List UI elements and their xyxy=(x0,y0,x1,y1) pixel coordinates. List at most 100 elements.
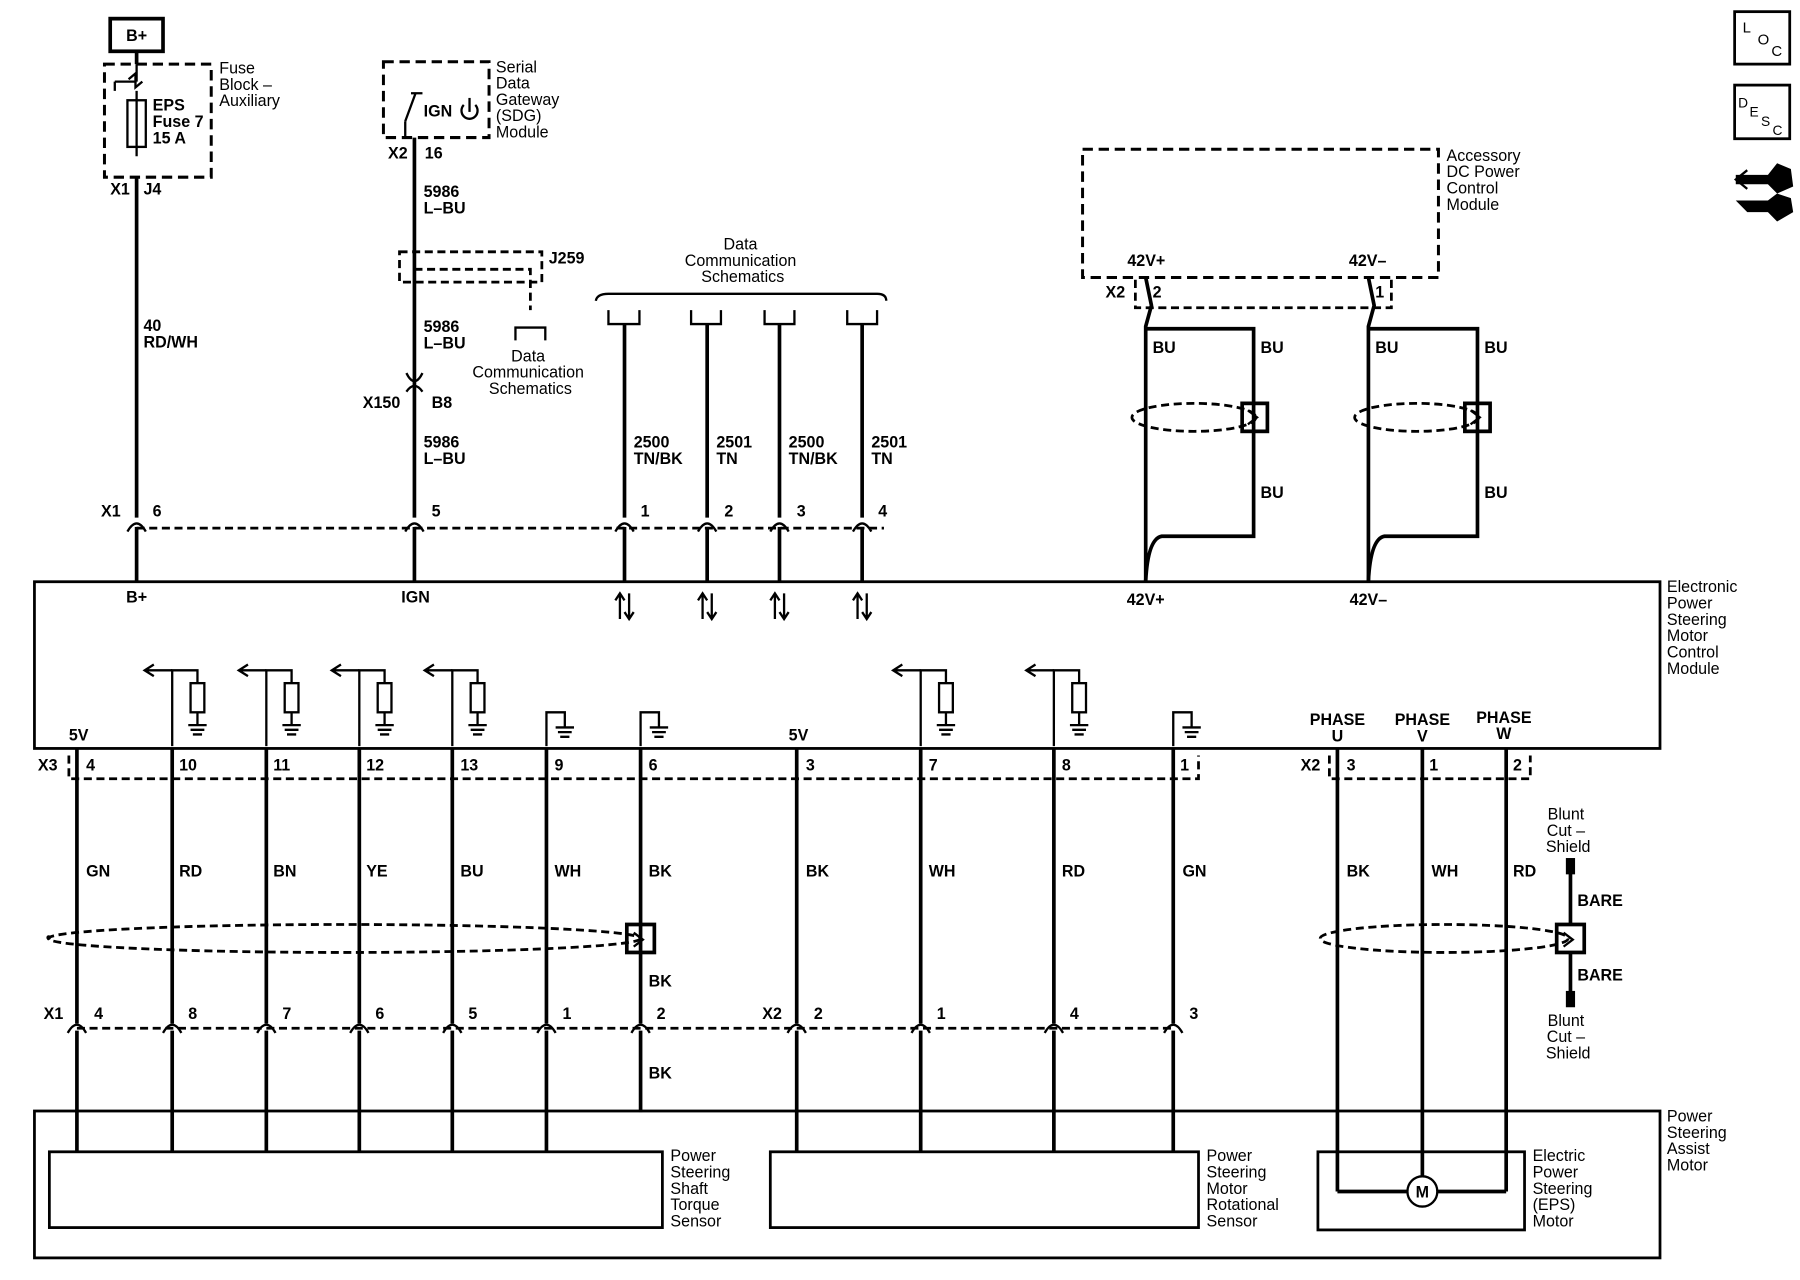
data-comm-connector-icon xyxy=(514,326,547,341)
splice-j259 xyxy=(398,250,544,284)
acc-conn: X2 xyxy=(1106,283,1126,301)
data-comm-label-small: Data Communication Schematics xyxy=(472,347,588,398)
acc-bu-2: BU xyxy=(1261,339,1284,357)
eps-motor-name: Electric Power Steering (EPS) Motor xyxy=(1533,1147,1597,1230)
acc-bu-3: BU xyxy=(1261,484,1284,502)
fuse-block-name: Fuse Block – Auxiliary xyxy=(219,59,281,110)
svg-text:D: D xyxy=(1738,94,1748,110)
wire-color-wh-2: WH xyxy=(929,863,956,881)
module-pin-bplus: 6 xyxy=(153,502,162,520)
bplus-label: B+ xyxy=(126,27,147,45)
sdg-ign: IGN xyxy=(424,102,453,120)
phase-color-bk: BK xyxy=(1347,863,1371,881)
phase-shield xyxy=(1318,923,1570,954)
lower-x2: X2 xyxy=(762,1005,782,1023)
phase-color-rd: RD xyxy=(1513,863,1537,881)
module-42v-pos: 42V+ xyxy=(1127,591,1165,609)
lower-connectors xyxy=(66,1023,1184,1034)
fuse-block xyxy=(102,62,213,179)
svg-text:S: S xyxy=(1761,113,1770,129)
lower-pin-x2-4: 4 xyxy=(1070,1005,1079,1023)
wire-color-bu: BU xyxy=(460,863,483,881)
lower-pin-x2-3: 3 xyxy=(1189,1005,1198,1023)
svg-text:L: L xyxy=(1743,20,1751,37)
bplus-wire-label: 40 RD/WH xyxy=(143,317,197,351)
phase-color-wh: WH xyxy=(1432,863,1459,881)
wire-color-bn: BN xyxy=(273,863,296,881)
pin-x3-13: 13 xyxy=(460,756,478,774)
acc-pos: 42V+ xyxy=(1127,252,1165,270)
motor-symbol: M xyxy=(1416,1183,1429,1201)
module-x3: X3 xyxy=(38,756,58,774)
lower-pin-x2-2: 2 xyxy=(814,1005,823,1023)
torque-shield xyxy=(46,923,642,954)
eps-motor xyxy=(1316,1150,1526,1232)
svg-text:C: C xyxy=(1773,122,1783,138)
fuse-pin: J4 xyxy=(143,181,161,199)
x150-connector-icon xyxy=(405,372,424,383)
bottom-wires xyxy=(75,748,1509,1194)
fuse-conn: X1 xyxy=(110,181,130,199)
data-comm-label: Data Communication Schematics xyxy=(685,235,801,286)
pin-x3-6: 6 xyxy=(649,756,658,774)
ign-wire-a: 5986 L–BU xyxy=(424,183,466,217)
accessory-dc-module xyxy=(1081,147,1440,279)
shield-dot: • xyxy=(46,929,52,947)
wire-color-bk-2: BK xyxy=(806,863,830,881)
wire-color-wh: WH xyxy=(554,863,581,881)
acc-pin-pos: 2 xyxy=(1153,283,1162,301)
pin-x2-1: 1 xyxy=(1429,756,1438,774)
pin-x3-7: 7 xyxy=(929,756,938,774)
pin-x3-9: 9 xyxy=(554,756,563,774)
shield-42v-pos xyxy=(1130,401,1258,433)
loc-icon[interactable]: L O C xyxy=(1733,10,1792,66)
sdg-name: Serial Data Gateway (SDG) Module xyxy=(496,58,564,141)
pin-x3-11: 11 xyxy=(273,756,290,774)
torque-sensor-name: Power Steering Shaft Torque Sensor xyxy=(670,1147,734,1230)
pin-x2-3: 3 xyxy=(1347,756,1356,774)
module-top-connectors xyxy=(126,522,873,533)
wire-color-rd-2: RD xyxy=(1062,863,1086,881)
rotational-sensor-name: Power Steering Motor Rotational Sensor xyxy=(1207,1147,1284,1230)
svg-text:E: E xyxy=(1750,103,1759,119)
pin-x3-4: 4 xyxy=(86,756,95,774)
rotational-sensor xyxy=(768,1150,1200,1229)
pin-x3-3: 3 xyxy=(806,756,815,774)
fuse-label: EPS Fuse 7 15 A xyxy=(153,97,208,148)
pin-x2-2: 2 xyxy=(1513,756,1522,774)
module-5v-a: 5V xyxy=(69,726,89,744)
wire-color-gn: GN xyxy=(86,863,110,881)
torque-sensor xyxy=(47,1150,664,1229)
power-icon xyxy=(460,97,479,120)
blunt-cut-top: Blunt Cut – Shield xyxy=(1546,805,1591,856)
j259-label: J259 xyxy=(549,249,585,267)
bare-bottom: BARE xyxy=(1577,966,1623,984)
ground-icons xyxy=(545,711,1201,747)
pin-x3-12: 12 xyxy=(366,756,384,774)
module-42v-neg: 42V– xyxy=(1350,591,1388,609)
shield-bk-2: BK xyxy=(649,1064,673,1082)
acc-neg: 42V– xyxy=(1349,252,1387,270)
pullup-resistor-icons xyxy=(142,663,1089,747)
assist-motor-name: Power Steering Assist Motor xyxy=(1667,1107,1731,1174)
desc-icon[interactable]: D E S C xyxy=(1733,83,1792,141)
eps-control-module xyxy=(33,580,1662,750)
ign-wire-c: 5986 L–BU xyxy=(424,434,466,468)
assist-motor-assembly xyxy=(33,1109,1662,1260)
module-pin-d2: 2 xyxy=(724,502,733,520)
lower-pin-x2-1: 1 xyxy=(937,1005,946,1023)
sdg-conn: X2 xyxy=(388,144,408,162)
ign-wire-b: 5986 L–BU xyxy=(424,318,466,352)
lower-pin-5: 5 xyxy=(468,1005,477,1023)
lower-pin-7: 7 xyxy=(282,1005,291,1023)
sdg-module xyxy=(381,60,491,140)
connector-end-view-icon[interactable] xyxy=(1733,163,1794,222)
blunt-cut-bottom: Blunt Cut – Shield xyxy=(1546,1012,1591,1063)
lower-pin-6: 6 xyxy=(375,1005,384,1023)
